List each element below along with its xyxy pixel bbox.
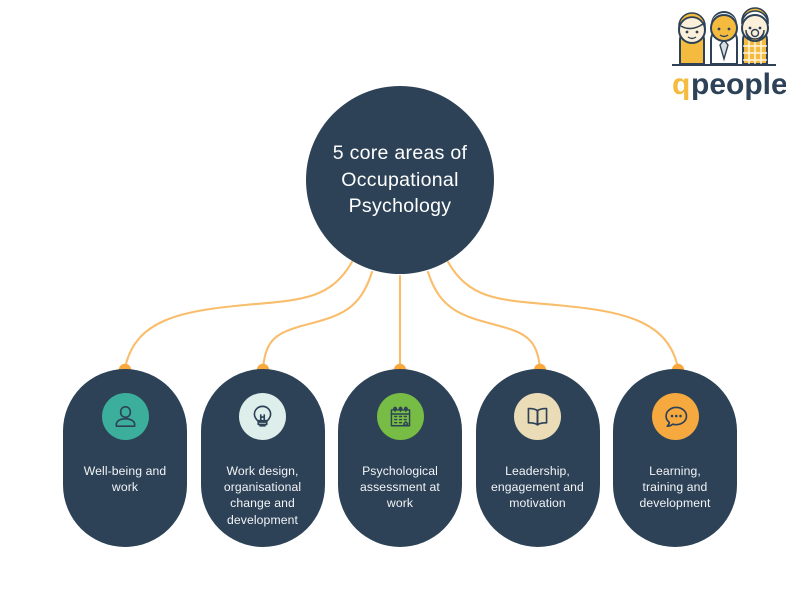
node-learning-training-and-development[interactable]: Learning, training and development [613, 369, 737, 547]
connector-line-1 [123, 260, 354, 370]
connector-line-4 [426, 270, 542, 370]
node-label: Well-being and work [83, 464, 167, 495]
logo-figure-right [741, 7, 769, 65]
node-row: Well-being and work Work design, organis… [63, 369, 737, 547]
logo-figure-middle [710, 11, 738, 65]
node-well-being-and-work[interactable]: Well-being and work [63, 369, 187, 547]
node-label: Learning, training and development [639, 464, 711, 511]
hub-title: 5 core areas of Occupational Psychology [332, 141, 468, 218]
connector-line-5 [446, 260, 680, 370]
node-label: Psychological assessment at work [360, 464, 440, 511]
icon-badge-calendar [376, 393, 424, 440]
connector-line-2 [261, 270, 374, 370]
node-psychological-assessment-at-work[interactable]: Psychological assessment at work [338, 369, 462, 547]
node-work-design-organisational-change-and-development[interactable]: Work design, organisational change and d… [200, 369, 325, 547]
central-hub-circle: 5 core areas of Occupational Psychology [306, 86, 494, 274]
qpeople-logo[interactable]: q people [662, 6, 786, 100]
icon-badge-lightbulb [239, 393, 286, 440]
icon-badge-person [101, 393, 149, 440]
lightbulb-icon [253, 405, 272, 427]
logo-figure-left [678, 12, 706, 65]
person-icon [115, 406, 135, 427]
node-label: Leadership, engagement and motivation [491, 464, 584, 511]
calendar-icon [390, 406, 410, 427]
logo-text-people: people [691, 68, 786, 100]
icon-badge-open-book [514, 393, 561, 440]
logo-text-q: q [672, 68, 690, 100]
node-label: Work design, organisational change and d… [223, 464, 302, 527]
open-book-icon [527, 407, 548, 426]
icon-badge-speech-bubble [651, 393, 699, 440]
node-leadership-engagement-and-motivation[interactable]: Leadership, engagement and motivation [475, 369, 600, 547]
speech-bubble-icon [664, 406, 687, 428]
